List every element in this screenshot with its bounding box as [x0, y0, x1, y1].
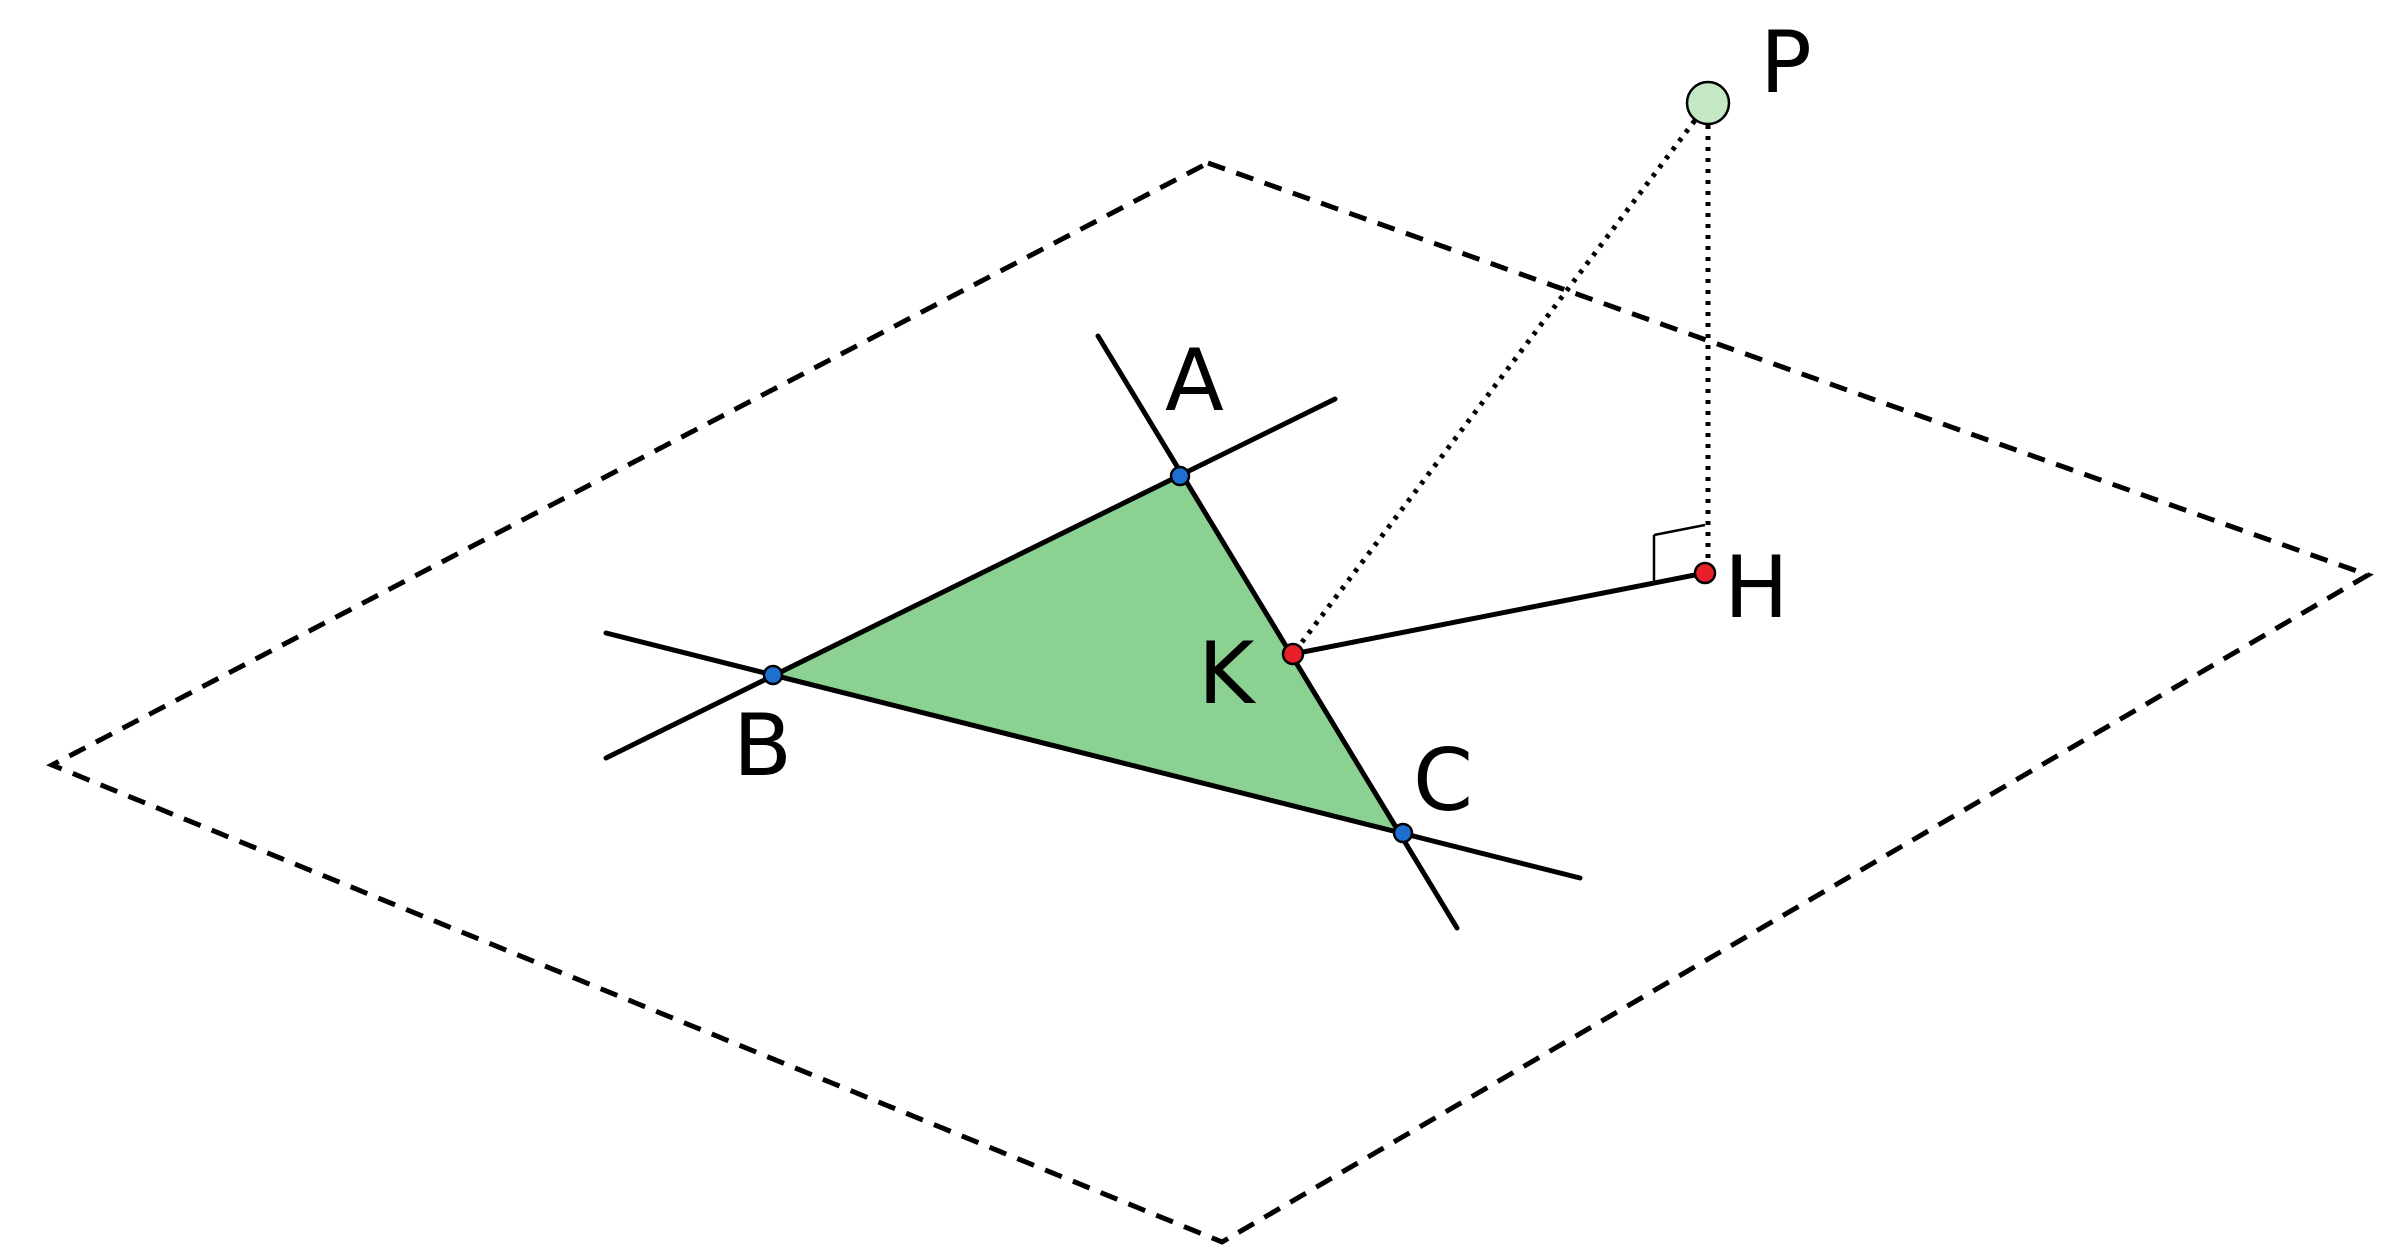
label-h: H [1724, 538, 1789, 638]
label-k: K [1198, 624, 1257, 724]
line-ab [603, 396, 1338, 761]
triangle-abc [773, 476, 1403, 833]
right-angle-mark-top [1653, 523, 1706, 537]
point-a [1169, 465, 1191, 487]
label-p: P [1760, 13, 1812, 113]
label-b: B [733, 696, 792, 796]
segment-kh [1290, 570, 1708, 657]
plane [46, 160, 2374, 1245]
label-a: A [1165, 331, 1224, 431]
point-b [762, 664, 784, 686]
segment-pk [1291, 101, 1710, 656]
label-c: C [1413, 731, 1473, 831]
point-c [1392, 822, 1414, 844]
point-h [1693, 561, 1717, 585]
point-k [1281, 642, 1305, 666]
point-p [1685, 80, 1731, 126]
